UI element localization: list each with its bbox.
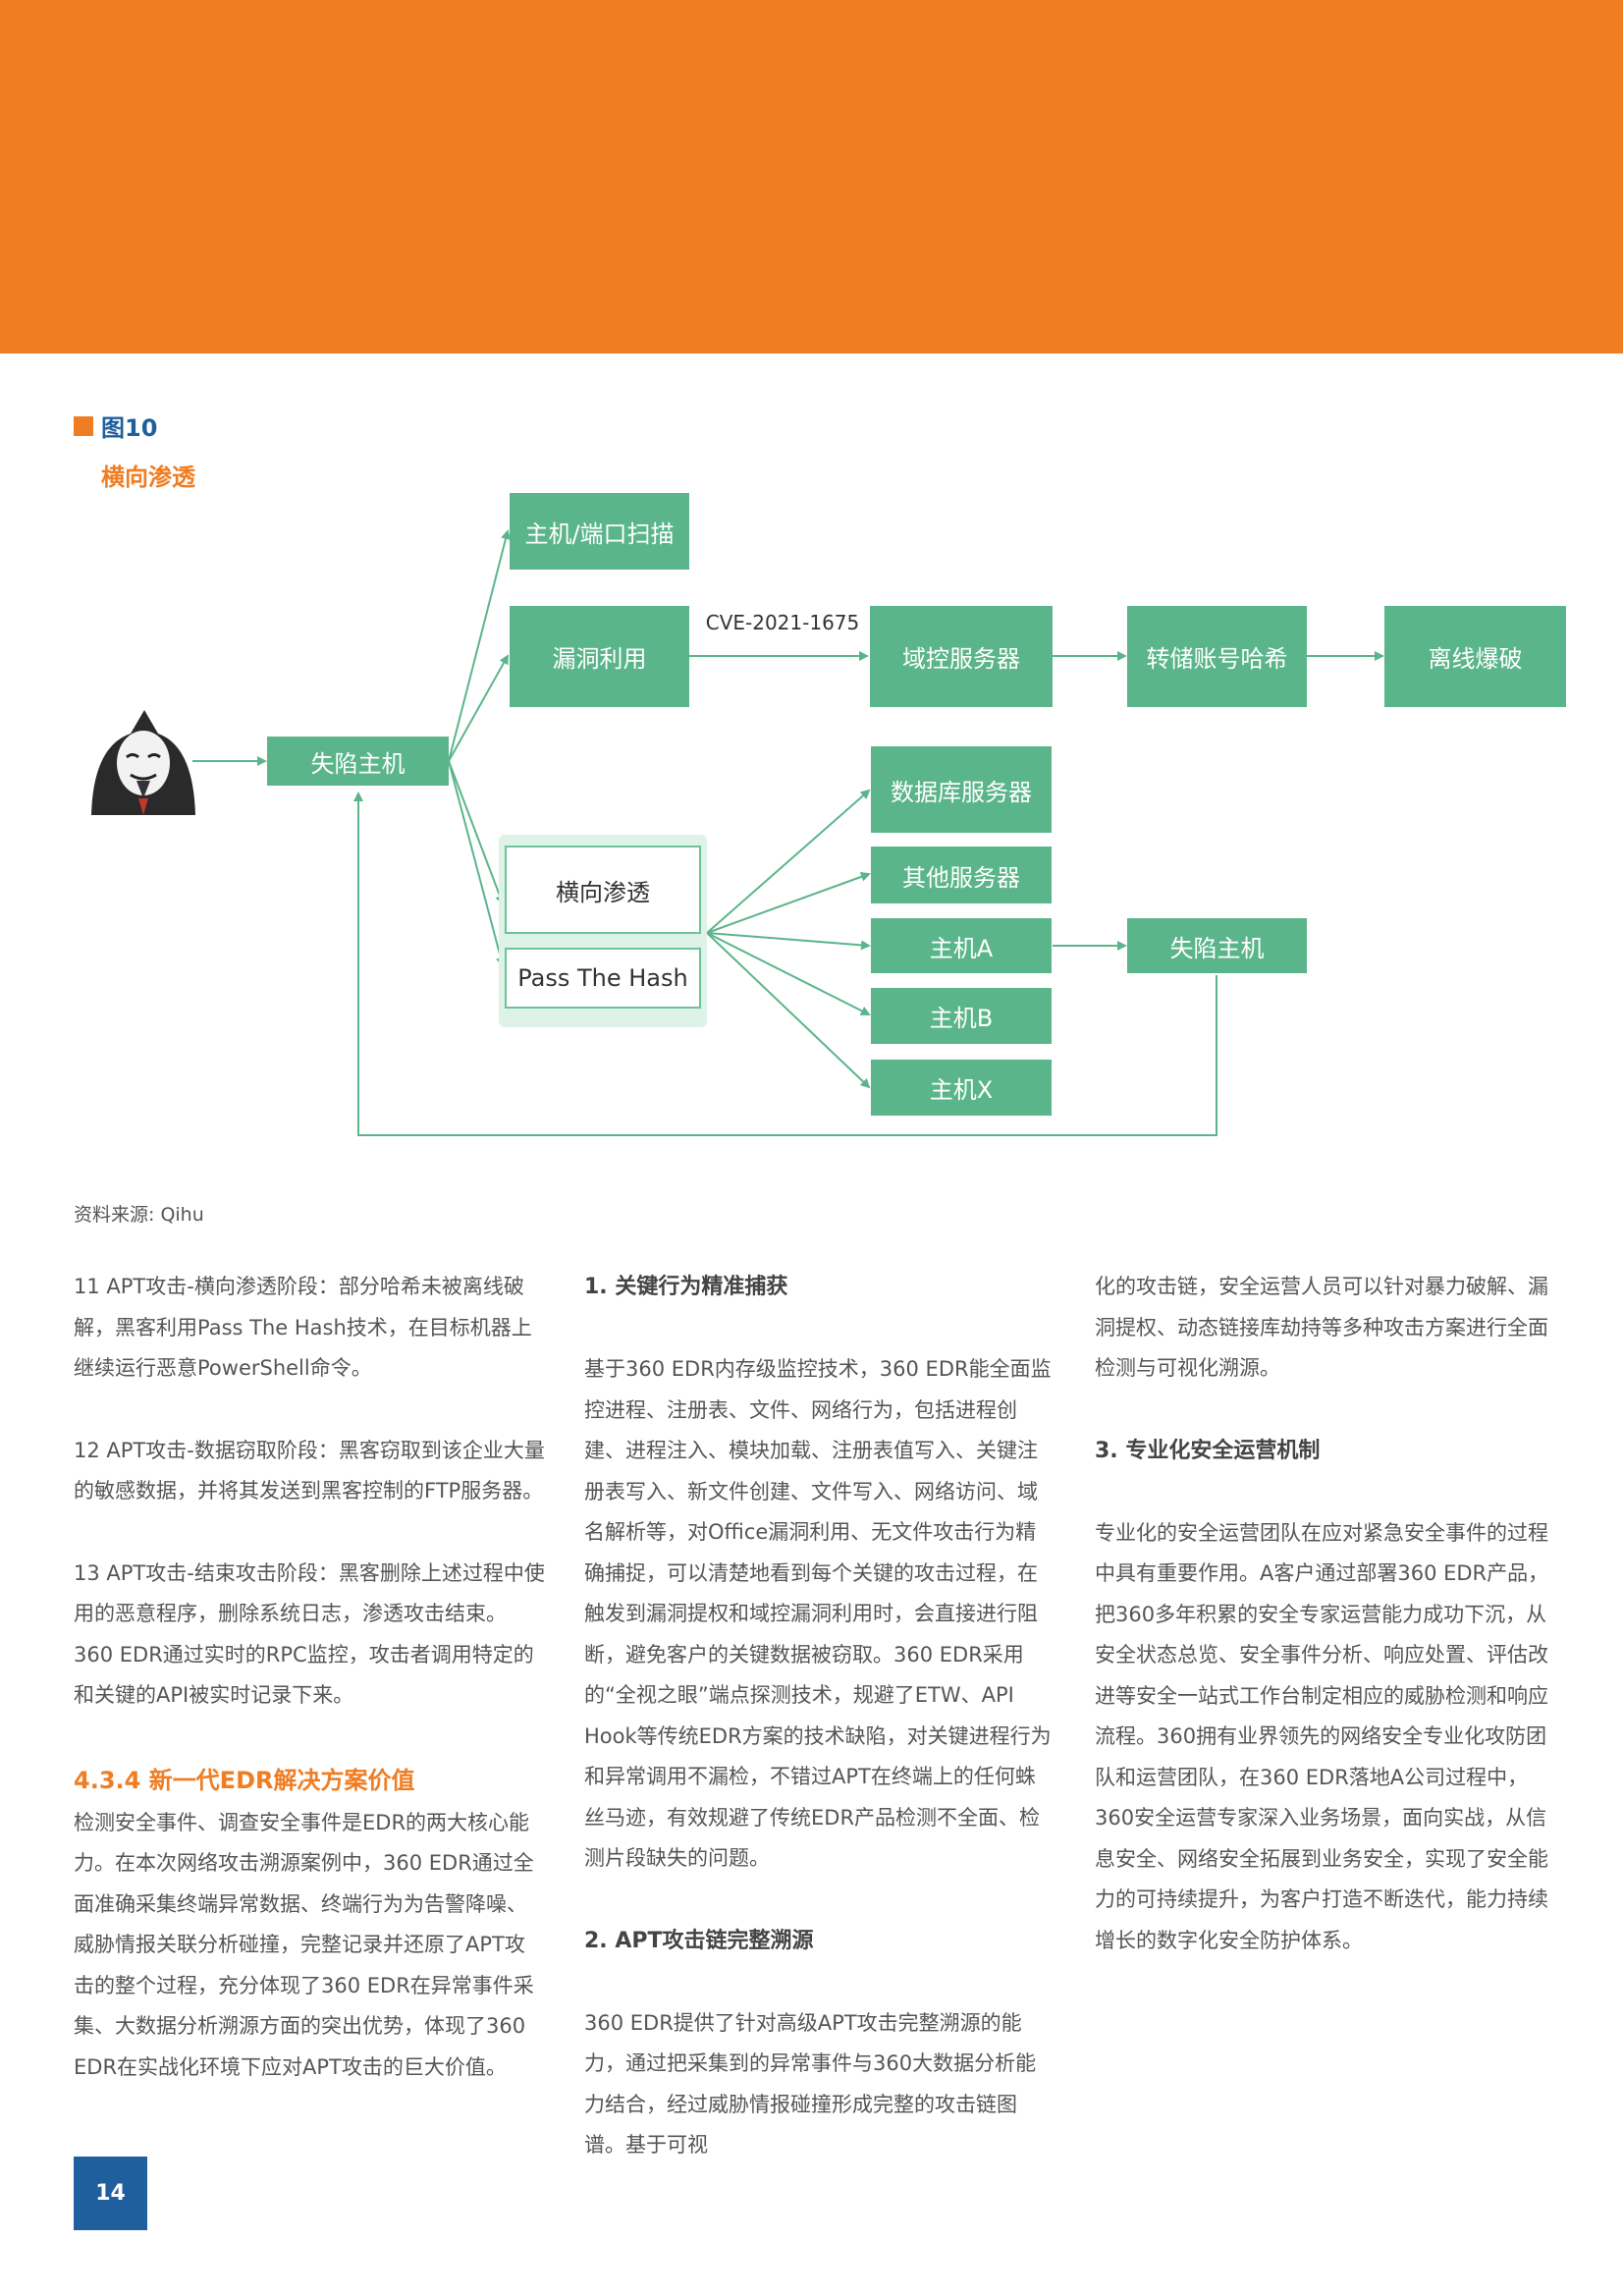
paragraph: 化的攻击链，安全运营人员可以针对暴力破解、漏洞提权、动态链接库劫持等多种攻击方案… — [1095, 1275, 1548, 1380]
node-domain-controller: 域控服务器 — [870, 606, 1053, 707]
lateral-movement-diagram: 失陷主机 主机/端口扫描 漏洞利用 CVE-2021-1675 域控服务器 转储… — [74, 486, 1576, 1154]
column-2: 1. 关键行为精准捕获 基于360 EDR内存级监控技术，360 EDR能全面监… — [584, 1267, 1055, 2208]
column-3: 化的攻击链，安全运营人员可以针对暴力破解、漏洞提权、动态链接库劫持等多种攻击方案… — [1095, 1267, 1566, 2002]
node-port-scan: 主机/端口扫描 — [510, 493, 689, 570]
figure-marker-icon — [74, 415, 93, 436]
subheading: 3. 专业化安全运营机制 — [1095, 1438, 1321, 1463]
paragraph: 基于360 EDR内存级监控技术，360 EDR能全面监控进程、注册表、文件、网… — [584, 1357, 1052, 1870]
header-banner — [0, 0, 1623, 354]
node-pass-the-hash: Pass The Hash — [505, 948, 701, 1009]
node-db-server: 数据库服务器 — [871, 746, 1052, 833]
node-exploit: 漏洞利用 — [510, 606, 689, 707]
node-offline-crack: 离线爆破 — [1384, 606, 1566, 707]
column-1: 11 APT攻击-横向渗透阶段：部分哈希未被离线破解，黑客利用Pass The … — [74, 1267, 545, 2129]
figure-number: 图10 — [101, 414, 158, 442]
node-lateral: 横向渗透 — [505, 846, 701, 934]
node-dump-hash: 转储账号哈希 — [1127, 606, 1307, 707]
paragraph: 检测安全事件、调查安全事件是EDR的两大核心能力。在本次网络攻击溯源案例中，36… — [74, 1810, 534, 2079]
section-heading: 4.3.4 新一代EDR解决方案价值 — [74, 1766, 415, 1794]
diagram-arrows — [91, 529, 1384, 1136]
hacker-icon — [91, 710, 195, 815]
figure-label: 图10 — [74, 409, 157, 443]
node-host-x: 主机X — [871, 1060, 1052, 1116]
subheading: 2. APT攻击链完整溯源 — [584, 1928, 814, 1953]
paragraph: 13 APT攻击-结束攻击阶段：黑客删除上述过程中使用的恶意程序，删除系统日志，… — [74, 1560, 545, 1708]
figure-source: 资料来源: Qihu — [74, 1204, 204, 1226]
node-host-a: 主机A — [871, 918, 1052, 973]
paragraph: 360 EDR提供了针对高级APT攻击完整溯源的能力，通过把采集到的异常事件与3… — [584, 2010, 1037, 2158]
figure-title: 横向渗透 — [101, 464, 195, 491]
paragraph: 11 APT攻击-横向渗透阶段：部分哈希未被离线破解，黑客利用Pass The … — [74, 1275, 532, 1380]
node-compromised-host-2: 失陷主机 — [1127, 918, 1307, 973]
paragraph: 专业化的安全运营团队在应对紧急安全事件的过程中具有重要作用。A客户通过部署360… — [1095, 1520, 1549, 1952]
subheading: 1. 关键行为精准捕获 — [584, 1275, 788, 1299]
node-other-servers: 其他服务器 — [871, 847, 1052, 903]
node-host-b: 主机B — [871, 988, 1052, 1044]
node-compromised-host: 失陷主机 — [267, 737, 449, 786]
paragraph: 12 APT攻击-数据窃取阶段：黑客窃取到该企业大量的敏感数据，并将其发送到黑客… — [74, 1438, 545, 1503]
page-number: 14 — [74, 2157, 147, 2230]
cve-label: CVE-2021-1675 — [705, 611, 860, 634]
